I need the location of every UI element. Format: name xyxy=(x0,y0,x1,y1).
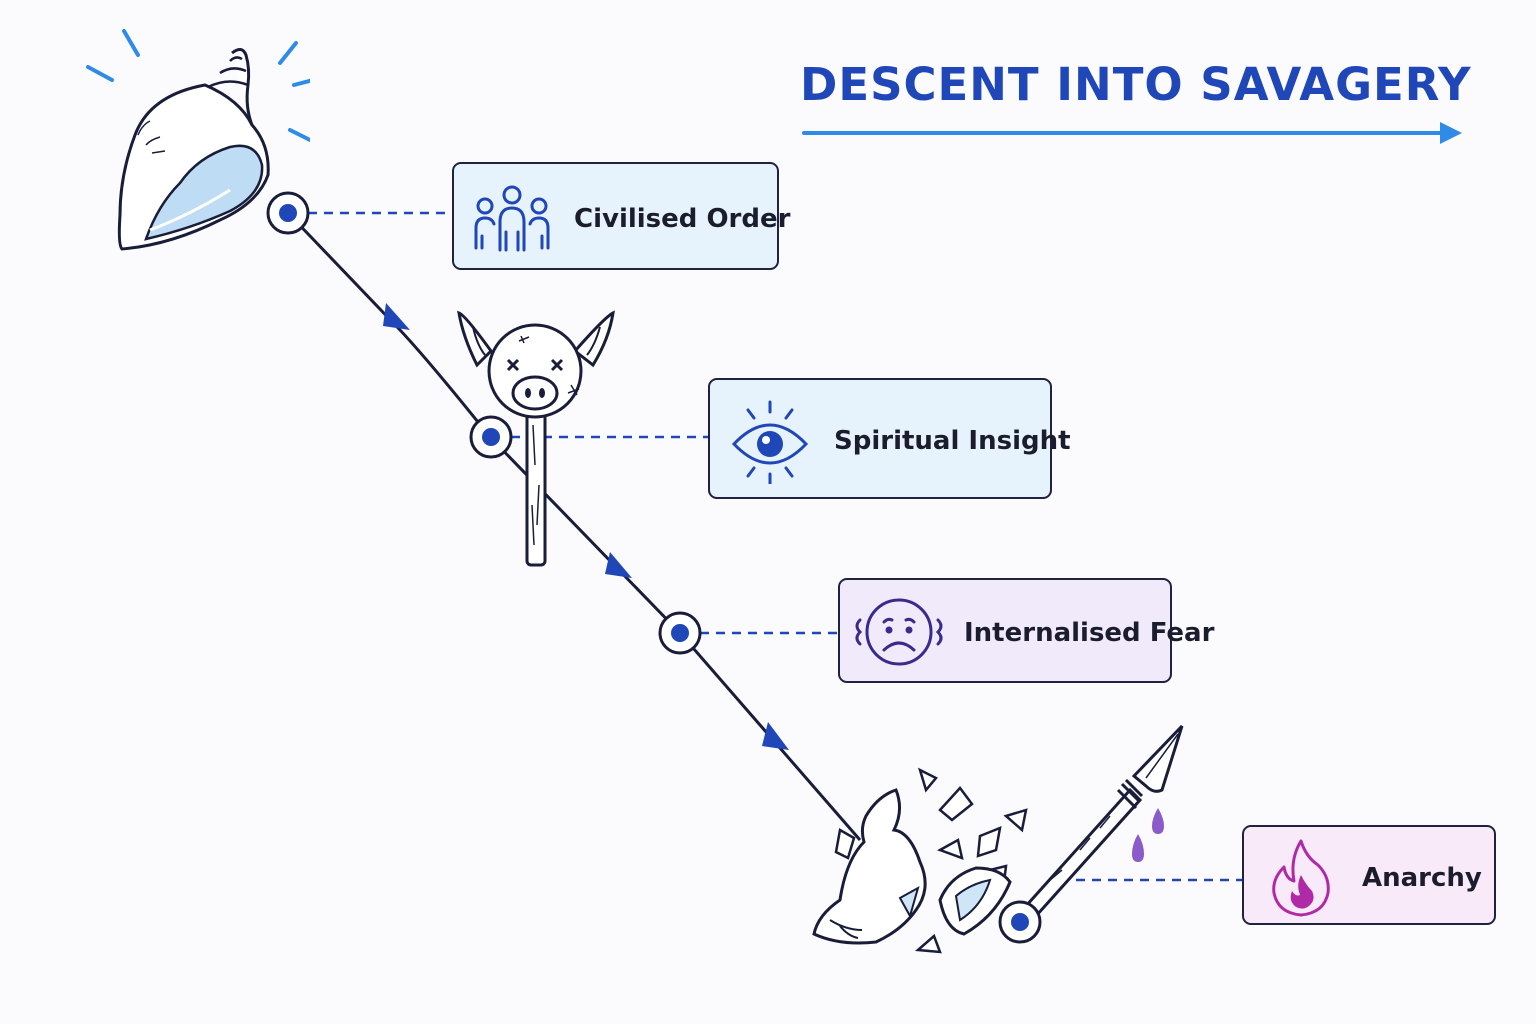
conch-shell-icon xyxy=(86,29,310,251)
fire-icon xyxy=(1272,839,1330,917)
stage-card-civilised-order: Civilised Order xyxy=(452,162,790,270)
stage-card-internalised-fear: Internalised Fear xyxy=(838,578,1214,683)
shattered-conch-and-spear-icon xyxy=(812,724,1184,954)
stage-card-anarchy: Anarchy xyxy=(1242,825,1496,925)
stage-label-anarchy: Anarchy xyxy=(1362,863,1482,893)
node-fear xyxy=(658,611,702,655)
direction-arrow-1 xyxy=(383,303,410,330)
node-insight xyxy=(469,415,513,459)
title-arrow xyxy=(802,122,1462,144)
direction-arrow-2 xyxy=(605,552,632,578)
stage-card-spiritual-insight: Spiritual Insight xyxy=(708,378,1071,499)
people-group-icon xyxy=(474,185,550,252)
node-civilised xyxy=(266,191,310,235)
pig-head-on-stick-icon xyxy=(457,310,615,567)
stage-label-civilised-order: Civilised Order xyxy=(574,204,791,234)
eye-icon xyxy=(731,400,809,484)
stage-label-spiritual-insight: Spiritual Insight xyxy=(834,426,1071,456)
stage-label-internalised-fear: Internalised Fear xyxy=(964,618,1215,648)
worried-face-icon xyxy=(855,598,943,666)
diagram-title: DESCENT INTO SAVAGERY xyxy=(800,58,1472,111)
node-anarchy xyxy=(998,900,1042,944)
direction-arrow-3 xyxy=(762,722,789,750)
